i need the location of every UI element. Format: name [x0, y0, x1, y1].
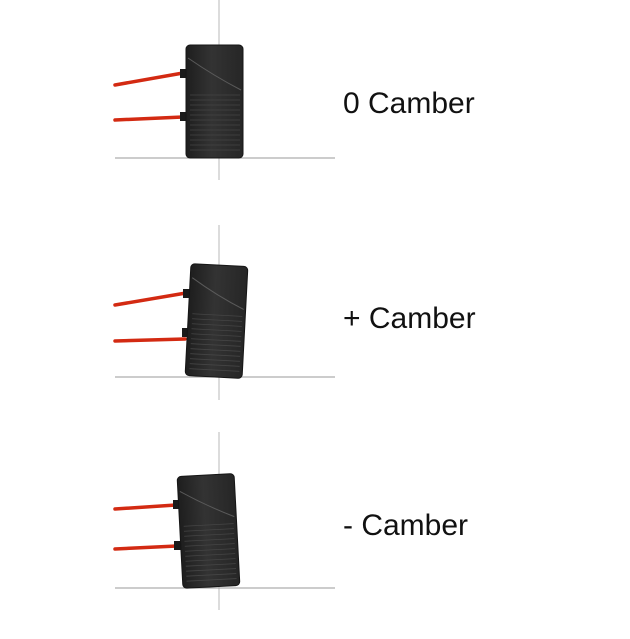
lower-ball-joint [182, 328, 190, 337]
tire [176, 473, 241, 589]
upper-ball-joint [180, 69, 188, 78]
lower-control-arm [113, 544, 179, 551]
tread-grooves [190, 94, 240, 151]
panel-zero-camber [113, 0, 335, 180]
panel-negative-camber [113, 432, 335, 610]
label-positive-camber: + Camber [343, 302, 476, 335]
upper-control-arm [113, 503, 178, 511]
tread-grooves [183, 523, 237, 582]
lower-ball-joint [174, 541, 182, 550]
tread-grooves [189, 313, 243, 372]
lower-control-arm [113, 337, 187, 343]
label-negative-camber: - Camber [343, 509, 469, 542]
panel-positive-camber [113, 225, 335, 400]
tire [185, 44, 244, 159]
lower-control-arm [113, 115, 185, 122]
tire [184, 263, 249, 379]
upper-control-arm [113, 291, 188, 307]
upper-ball-joint [183, 289, 191, 298]
upper-control-arm [113, 71, 185, 87]
upper-ball-joint [173, 500, 181, 509]
label-zero-camber: 0 Camber [343, 87, 475, 120]
lower-ball-joint [180, 112, 188, 121]
